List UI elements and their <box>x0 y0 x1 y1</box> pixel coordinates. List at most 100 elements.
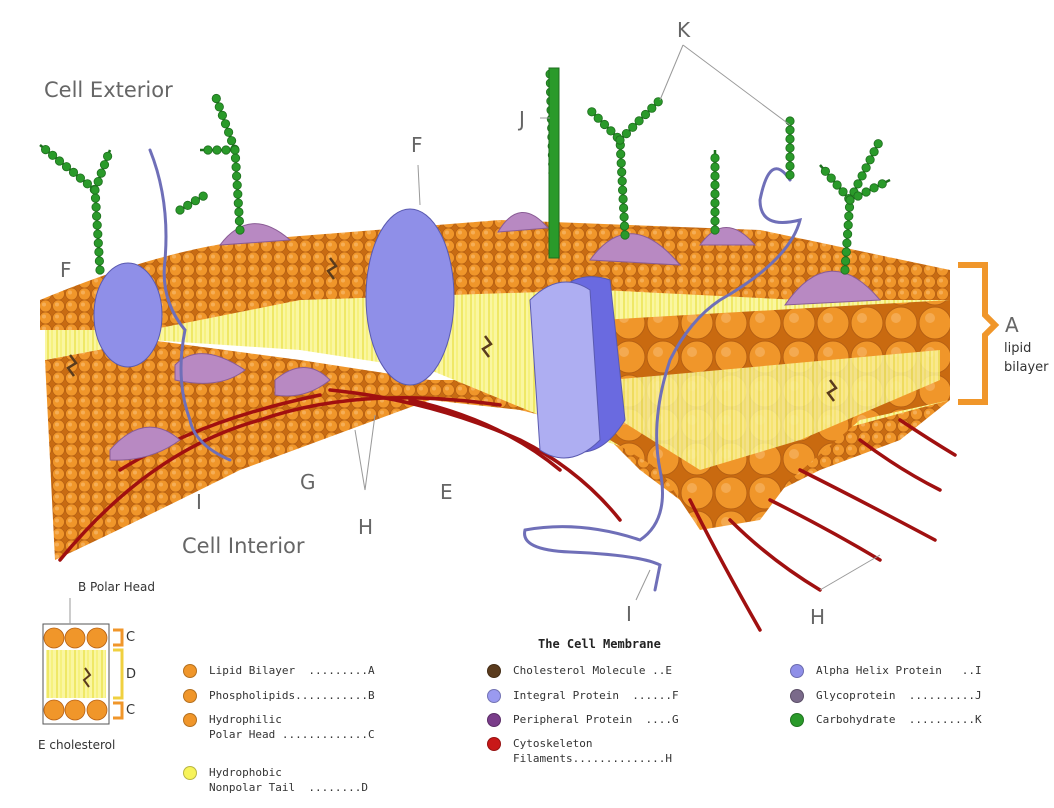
carbohydrate-bead <box>711 190 719 198</box>
carbohydrate-bead <box>711 199 719 207</box>
legend-swatch <box>183 689 197 703</box>
carbohydrate-bead <box>870 148 878 156</box>
carbohydrate-bead <box>635 117 643 125</box>
carbohydrate-bead <box>41 145 49 153</box>
carbohydrate-bead <box>874 140 882 148</box>
legend-swatch <box>487 689 501 703</box>
legend-label: Lipid Bilayer .........A <box>209 663 375 678</box>
legend-item-cholesterol: Cholesterol Molecule ..E <box>487 663 672 678</box>
carbohydrate-bead <box>92 203 100 211</box>
legend-label: Hydrophobic Nonpolar Tail ........D <box>209 765 368 795</box>
inset-polar-head-label: B Polar Head <box>78 580 155 594</box>
carbohydrate-bead <box>617 150 625 158</box>
carbohydrate-bead <box>600 120 608 128</box>
carbohydrate-bead <box>827 174 835 182</box>
carbohydrate-bead <box>92 212 100 220</box>
legend-item-carbohydrate: Carbohydrate ..........K <box>790 712 982 727</box>
carbohydrate-bead <box>846 196 854 204</box>
carbohydrate-bead <box>233 181 241 189</box>
carbohydrate-bead <box>821 167 829 175</box>
legend-swatch <box>183 766 197 780</box>
carbohydrate-bead <box>232 172 240 180</box>
carbohydrate-bead <box>845 212 853 220</box>
callout-i-left: I <box>196 490 202 514</box>
callout-f-center: F <box>411 133 423 157</box>
carbohydrate-bead <box>870 184 878 192</box>
carbohydrate-bead <box>221 120 229 128</box>
inset-bracket-c1 <box>113 630 122 645</box>
legend-item-peripheral-protein: Peripheral Protein ....G <box>487 712 679 727</box>
carbohydrate-bead <box>854 192 862 200</box>
legend-label: Hydrophilic Polar Head .............C <box>209 712 375 742</box>
carbohydrate-bead <box>231 154 239 162</box>
legend-item-cytoskeleton: Cytoskeleton Filaments..............H <box>487 736 672 766</box>
carbohydrate-bead <box>786 162 794 170</box>
carbohydrate-bead <box>844 221 852 229</box>
integral-protein-center <box>366 209 454 385</box>
legend-item-alpha-helix: Alpha Helix Protein ..I <box>790 663 982 678</box>
carbohydrate-bead <box>641 110 649 118</box>
callout-i-right: I <box>626 602 632 626</box>
callout-h-left: H <box>358 515 373 539</box>
carbohydrate-bead <box>711 226 719 234</box>
leader-k-1 <box>660 45 683 100</box>
carbohydrate-bead <box>629 123 637 131</box>
legend-label: Cholesterol Molecule ..E <box>513 663 672 678</box>
filament <box>770 500 880 560</box>
carbohydrate-bead <box>862 164 870 172</box>
carbohydrate-bead <box>618 177 626 185</box>
callout-j: J <box>519 107 525 131</box>
inset-d-label: D <box>126 667 136 682</box>
carbohydrate-bead <box>204 146 212 154</box>
legend-item-glycoprotein: Glycoprotein ..........J <box>790 688 982 703</box>
carbohydrate-bead <box>786 171 794 179</box>
legend-item-phospholipids: Phospholipids...........B <box>183 688 375 703</box>
carbohydrate-bead <box>841 257 849 265</box>
carbohydrate-bead <box>833 181 841 189</box>
carbohydrate-bead <box>711 172 719 180</box>
glycoprotein-stem <box>549 68 559 258</box>
carbohydrate-bead <box>91 194 99 202</box>
inset-bracket-d <box>113 650 122 698</box>
carbohydrate-bead <box>100 161 108 169</box>
callout-e: E <box>440 480 453 504</box>
leader-f <box>418 165 420 205</box>
carbohydrate-bead <box>862 188 870 196</box>
carbohydrate-bead <box>93 221 101 229</box>
legend-swatch <box>487 664 501 678</box>
carbohydrate-bead <box>786 153 794 161</box>
leader-i-2 <box>636 570 650 600</box>
carbohydrate-bead <box>55 157 63 165</box>
carbohydrate-bead <box>648 104 656 112</box>
carbohydrate-bead <box>619 195 627 203</box>
legend-label: Alpha Helix Protein ..I <box>816 663 982 678</box>
carbohydrate-bead <box>48 151 56 159</box>
carbohydrate-bead <box>69 168 77 176</box>
carbohydrate-bead <box>231 146 239 154</box>
carbohydrate-bead <box>786 135 794 143</box>
carbohydrate-bead <box>711 181 719 189</box>
inset-heads-bottom <box>44 700 107 720</box>
legend-swatch <box>183 664 197 678</box>
carbohydrate-bead <box>232 163 240 171</box>
legend-label: Phospholipids...........B <box>209 688 375 703</box>
carbohydrate-bead <box>711 163 719 171</box>
carbohydrate-bead <box>621 231 629 239</box>
carbohydrate-bead <box>103 152 111 160</box>
carbohydrate-bead <box>176 206 184 214</box>
callout-f-left: F <box>60 258 72 282</box>
legend-swatch <box>790 713 804 727</box>
filament <box>900 420 955 455</box>
carbohydrate-bead <box>620 213 628 221</box>
carbohydrate-bead <box>95 248 103 256</box>
carbohydrate-bead <box>841 266 849 274</box>
carbohydrate-bead <box>94 230 102 238</box>
carbohydrate-bead <box>218 111 226 119</box>
carbohydrate-bead <box>224 128 232 136</box>
inset-c-top-label: C <box>126 630 135 645</box>
filament <box>800 470 935 540</box>
carbohydrate-bead <box>711 154 719 162</box>
callout-a-text-2: bilayer <box>1004 360 1048 375</box>
